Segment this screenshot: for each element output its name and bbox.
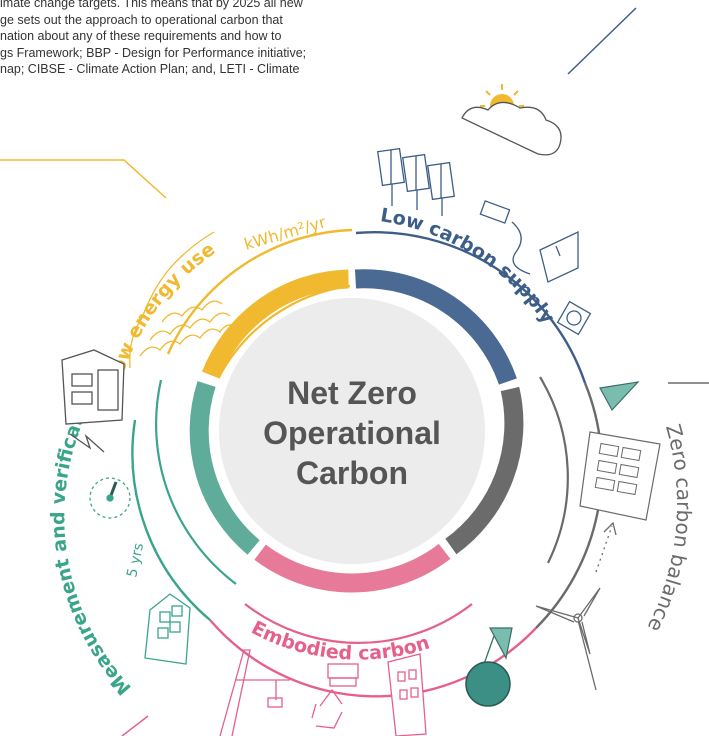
segment-low-energy-use [201, 269, 349, 379]
intro-paragraph: imate change targets. This means that by… [0, 0, 420, 78]
segment-ring [189, 269, 524, 593]
dotted-arrow-icon [595, 521, 617, 573]
house-icon [144, 593, 191, 665]
intro-line: ge sets out the approach to operational … [0, 12, 283, 27]
intro-line: nap; CIBSE - Climate Action Plan; and, L… [0, 62, 300, 77]
solar-panels-icon [377, 147, 455, 216]
segment-measurement [189, 381, 260, 555]
thin-arc-green [154, 379, 237, 585]
thin-arc-pink [244, 603, 473, 645]
intro-line: gs Framework; BBP - Design for Performan… [0, 45, 307, 60]
battery-plug-icon [479, 200, 579, 283]
lightning-icon [69, 433, 105, 453]
segment-low-carbon-supply [354, 269, 517, 385]
center-disc [219, 298, 485, 564]
outer-arc-grey [535, 382, 603, 629]
marker-flag-right [599, 381, 640, 412]
energy-unit-label: kWh/m²/yr [242, 212, 328, 254]
intro-line: nation about any of these requirements a… [0, 29, 282, 44]
label-measurement-verification: Measurement and verification [47, 381, 135, 699]
thin-arc-grey [539, 376, 569, 564]
heating-coil-icon [129, 231, 237, 369]
recycle-icon [311, 688, 343, 729]
leader-line-blue [567, 7, 637, 75]
intro-line: imate change targets. This means that by… [0, 0, 303, 10]
marker-triangle-circle [465, 627, 513, 707]
outer-arc-yellow [166, 228, 353, 355]
segment-embodied-carbon [254, 543, 451, 593]
segment-zero-carbon-balance [445, 386, 524, 555]
years-label: 5 yrs [124, 542, 147, 579]
outer-arc-green [131, 419, 211, 621]
building-left-icon [61, 349, 125, 425]
embodied-building-icon [387, 653, 427, 736]
wind-turbine-icon [535, 587, 601, 691]
crane-icon [219, 649, 359, 736]
sun-cloud-icon [461, 84, 562, 156]
outer-arc-blue [355, 231, 587, 384]
center-title-line-2: Operational [263, 415, 441, 451]
heat-pump-icon [556, 300, 592, 336]
center-title-line-1: Net Zero [287, 375, 417, 411]
leader-line-pink [121, 715, 149, 736]
leader-lines [0, 7, 709, 736]
label-measurement-verification-path: Measurement and verification [47, 381, 135, 699]
building-grid-icon [579, 431, 661, 521]
center-title-line-3: Carbon [296, 455, 408, 491]
leader-line-yellow [0, 159, 167, 199]
meter-dial-icon [89, 477, 131, 519]
